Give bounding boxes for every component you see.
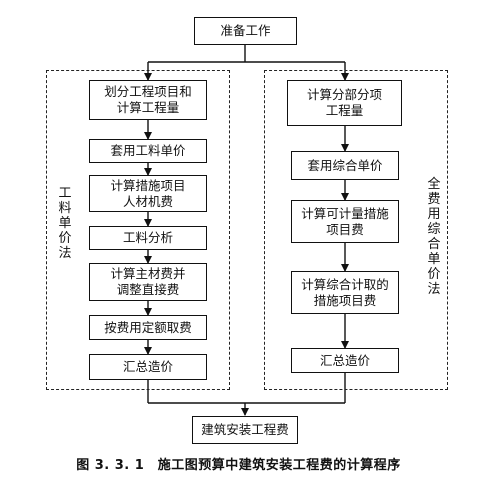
node-right-2: 套用综合单价	[291, 151, 399, 180]
node-right-4: 计算综合计取的 措施项目费	[291, 271, 399, 314]
group-quanfeiyong	[264, 70, 448, 390]
node-right-3: 计算可计量措施 项目费	[291, 200, 399, 243]
node-right-5: 汇总造价	[291, 348, 399, 373]
node-left-6: 按费用定额取费	[89, 315, 207, 340]
figure-caption: 图 3. 3. 1 施工图预算中建筑安装工程费的计算程序	[76, 458, 401, 473]
node-left-5: 计算主材费并 调整直接费	[89, 263, 207, 301]
node-left-2: 套用工料单价	[89, 139, 207, 163]
group-gongliao	[46, 70, 230, 390]
node-left-4: 工料分析	[89, 226, 207, 250]
group-label-right: 全费用综合单价法	[427, 177, 441, 297]
node-right-1: 计算分部分项 工程量	[287, 80, 402, 126]
node-left-7: 汇总造价	[89, 354, 207, 380]
node-left-1: 划分工程项目和 计算工程量	[89, 80, 207, 120]
group-label-left: 工料单价法	[58, 186, 72, 261]
node-end: 建筑安装工程费	[192, 416, 298, 444]
node-start: 准备工作	[194, 17, 297, 45]
node-left-3: 计算措施项目 人材机费	[89, 175, 207, 212]
